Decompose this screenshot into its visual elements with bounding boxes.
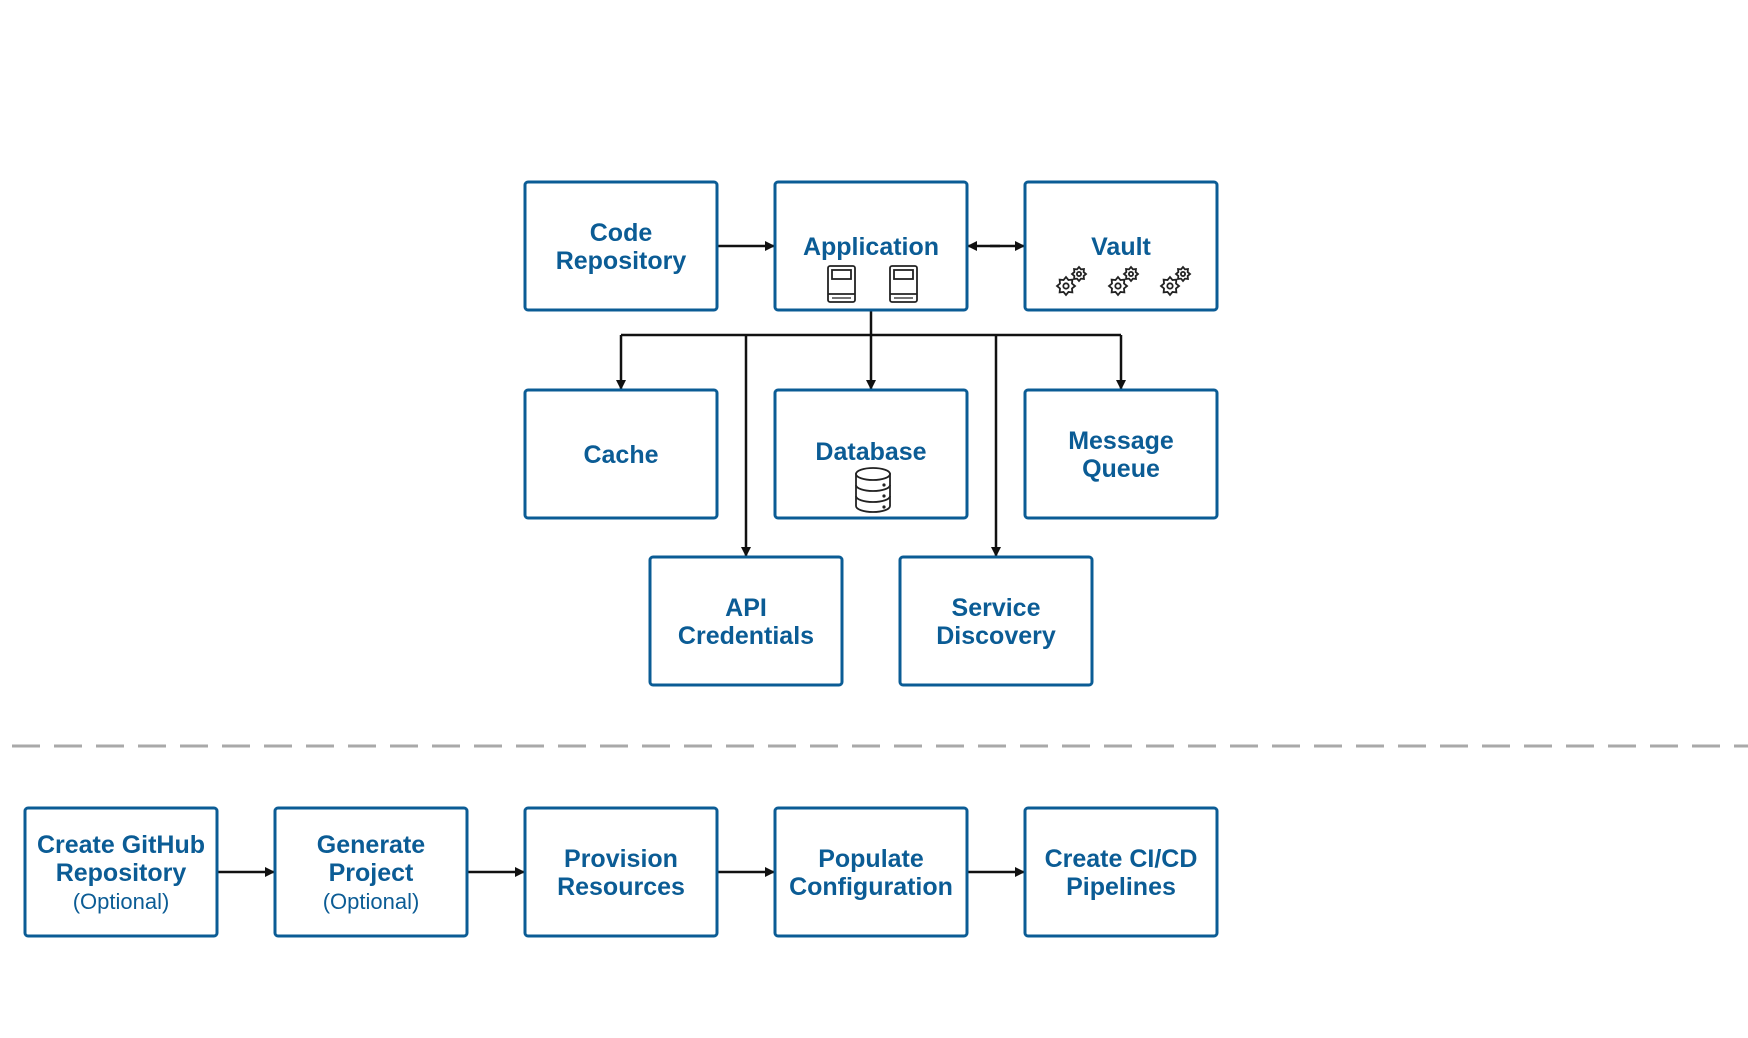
api-credentials-box-label-line: API [725,594,767,622]
cache-box: Cache [523,388,719,520]
workflow-step-2-note: (Optional) [323,889,420,914]
service-discovery-box-label-line: Service [952,594,1041,622]
code-repository-box-label-line: Repository [556,247,687,275]
workflow-step-3-border [523,806,719,938]
application-box-border [773,180,969,312]
connector-layer [12,241,1748,877]
document-icon [889,265,918,303]
workflow-step-1-label-line: Create GitHub [37,831,205,859]
message-queue-box-label-line: Message [1068,427,1174,455]
application-box: Application [773,180,969,312]
message-queue-box-label-line: Queue [1082,455,1160,483]
document-icon [827,265,856,303]
database-icon [855,467,891,513]
database-box-border [773,388,969,520]
workflow-step-4-label-line: Populate [818,845,924,873]
workflow-step-2-label-line: Generate [317,831,425,859]
code-repository-box-border [523,180,719,312]
gears-icon [1055,265,1088,297]
icon-layer [827,265,1192,513]
database-box: Database [773,388,969,520]
workflow-step-5-label-line: Pipelines [1066,873,1176,901]
workflow-step-4-label-line: Configuration [789,873,953,901]
message-queue-box-border [1023,388,1219,520]
code-repository-box-label-line: Code [590,219,653,247]
workflow-step-1-note: (Optional) [73,889,170,914]
workflow-step-5-border [1023,806,1219,938]
vault-box-label-line: Vault [1091,233,1151,261]
workflow-step-3-label-line: Provision [564,845,678,873]
cache-box-border [523,388,719,520]
service-discovery-box-label-line: Discovery [936,622,1056,650]
workflow-step-5-label-line: Create CI/CD [1045,845,1198,873]
application-box-label-line: Application [803,233,939,261]
service-discovery-box-border [898,555,1094,687]
workflow-step-1-label-line: Repository [56,859,187,887]
workflow-step-2-border [273,806,469,938]
api-credentials-box-border [648,555,844,687]
workflow-step-1-border [23,806,219,938]
workflow-step-3-label-line: Resources [557,873,685,901]
cache-box-label-line: Cache [583,441,658,469]
gears-icon [1159,265,1192,297]
gears-icon [1107,265,1140,297]
api-credentials-box-label-line: Credentials [678,622,814,650]
workflow-step-2-label-line: Project [329,859,414,887]
workflow-step-4-border [773,806,969,938]
database-box-label-line: Database [815,438,926,466]
